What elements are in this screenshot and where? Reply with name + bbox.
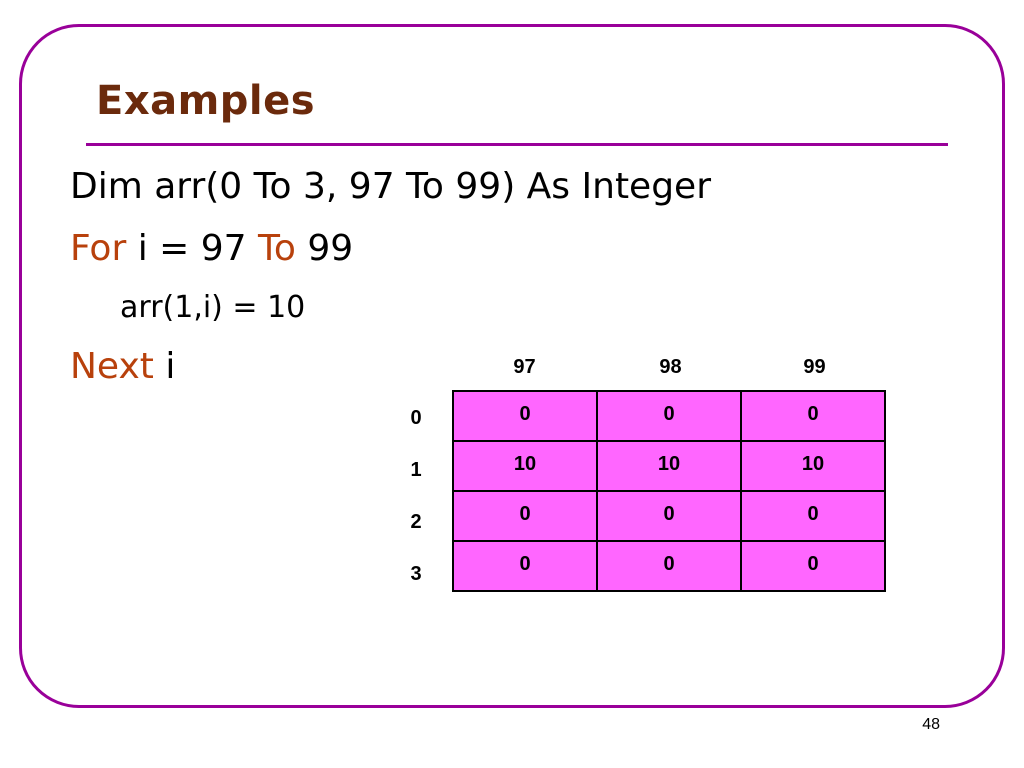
col-header-97: 97: [513, 356, 536, 378]
grid-cell: 10: [740, 440, 886, 492]
code-next-var: i: [153, 346, 176, 387]
code-line-next: Next i: [70, 346, 175, 387]
row-header-0: 0: [410, 407, 422, 429]
array-diagram: 97 98 99 0 1 2 3 0 0 0 10 10 10 0 0 0 0 …: [380, 348, 900, 608]
col-header-98: 98: [659, 356, 682, 378]
row-header-1: 1: [410, 459, 422, 481]
code-line-assign: arr(1,i) = 10: [120, 290, 306, 325]
grid-cell: 0: [740, 390, 886, 442]
array-grid: 0 0 0 10 10 10 0 0 0 0 0 0: [452, 390, 886, 592]
keyword-for: For: [70, 228, 127, 269]
grid-cell: 0: [740, 490, 886, 542]
row-header-3: 3: [410, 563, 422, 585]
row-header-2: 2: [410, 511, 422, 533]
grid-row: 10 10 10: [452, 440, 886, 492]
grid-cell: 0: [740, 540, 886, 592]
grid-cell: 10: [596, 440, 742, 492]
grid-row: 0 0 0: [452, 540, 886, 592]
code-for-range: i = 97: [126, 228, 258, 269]
keyword-to: To: [258, 228, 296, 269]
grid-cell: 10: [452, 440, 598, 492]
grid-cell: 0: [596, 490, 742, 542]
code-line-for: For i = 97 To 99: [70, 228, 353, 269]
title-underline: [86, 143, 948, 146]
grid-cell: 0: [452, 540, 598, 592]
slide-title: Examples: [96, 78, 316, 124]
code-for-end: 99: [295, 228, 354, 269]
grid-row: 0 0 0: [452, 490, 886, 542]
col-header-99: 99: [803, 356, 826, 378]
code-line-dim: Dim arr(0 To 3, 97 To 99) As Integer: [70, 166, 712, 207]
grid-cell: 0: [596, 540, 742, 592]
grid-cell: 0: [452, 490, 598, 542]
grid-row: 0 0 0: [452, 390, 886, 442]
grid-cell: 0: [596, 390, 742, 442]
grid-cell: 0: [452, 390, 598, 442]
page-number: 48: [922, 716, 940, 733]
slide-frame: [19, 24, 1005, 708]
keyword-next: Next: [70, 346, 154, 387]
